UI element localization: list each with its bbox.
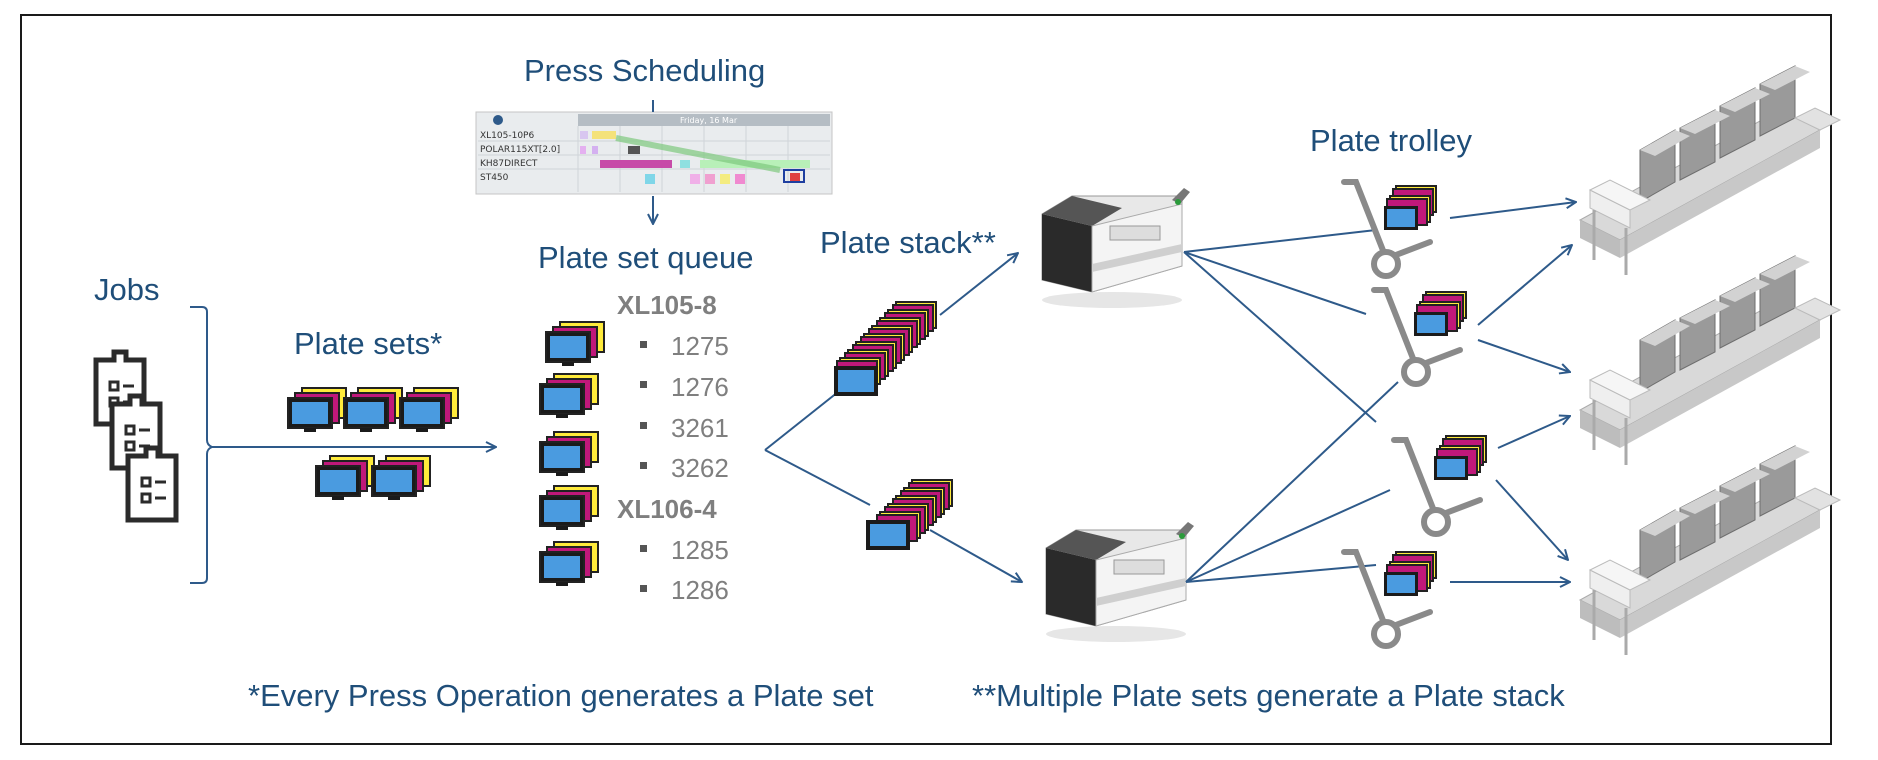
schedule-preview: Friday, 16 Mar XL105-10P6 POLAR115XT[2.0… [475,111,833,195]
press-1 [1578,64,1842,277]
schedule-grid [478,126,830,192]
queue-plate-icons [539,321,605,587]
bullet [640,462,647,469]
trolley-2 [1374,290,1467,384]
press-2 [1578,254,1842,467]
plate-set-icon [539,485,599,531]
queue-group-name: XL105-8 [617,290,717,320]
plate-set-icon [539,431,599,477]
plate-set-icon [539,373,599,419]
queue-item: 3261 [671,413,729,443]
plate-set-icon [343,387,403,433]
queue-group-name: XL106-4 [617,494,717,524]
queue-item: 1276 [671,372,729,402]
bullet [640,381,647,388]
schedule-row-label: ST450 [480,173,509,183]
trolley-3 [1394,435,1487,534]
platesetter-upper [1041,187,1191,309]
jobs-icons [96,352,176,520]
queue-item: 1285 [671,535,729,565]
press-scheduling-label: Press Scheduling [524,53,765,88]
jobs-brace [190,306,215,584]
diagram-frame [20,14,1832,745]
queue-item: 1275 [671,331,729,361]
plate-set-queue-label: Plate set queue [538,240,753,275]
queue-item: 3262 [671,453,729,483]
jobs-label: Jobs [94,272,159,307]
plate-set-icon [545,321,605,367]
schedule-row-label: XL105-10P6 [480,131,534,141]
press-3 [1578,444,1842,657]
plate-set-icon [539,541,599,587]
schedule-row-label: KH87DIRECT [480,159,538,169]
job-document-icon [128,448,176,520]
plate-set-icon [399,387,459,433]
plate-set-icon [371,455,431,501]
plate-sets-group [287,387,459,501]
plate-trolley-label: Plate trolley [1310,123,1472,158]
plate-set-icon [287,387,347,433]
bullet [640,422,647,429]
footnote-plate-set: *Every Press Operation generates a Plate… [248,678,874,713]
plate-stack-upper [834,301,937,396]
plate-set-icon [315,455,375,501]
queue-list: XL105-8 1275 1276 3261 3262 XL106-4 1285… [617,290,729,605]
queue-item: 1286 [671,575,729,605]
trolley-1 [1344,182,1437,276]
plate-sets-label: Plate sets* [294,326,442,361]
bullet [640,545,647,552]
footnote-plate-stack: **Multiple Plate sets generate a Plate s… [972,678,1565,713]
plate-stack-label: Plate stack** [820,225,996,260]
platesetter-lower [1045,521,1195,643]
bullet [640,585,647,592]
schedule-bars [580,131,810,184]
plate-stack-lower [866,479,953,550]
info-icon [493,115,503,125]
schedule-row-label: POLAR115XT[2.0] [480,145,560,155]
trolley-4 [1344,552,1437,646]
bullet [640,341,647,348]
schedule-date: Friday, 16 Mar [680,116,738,125]
